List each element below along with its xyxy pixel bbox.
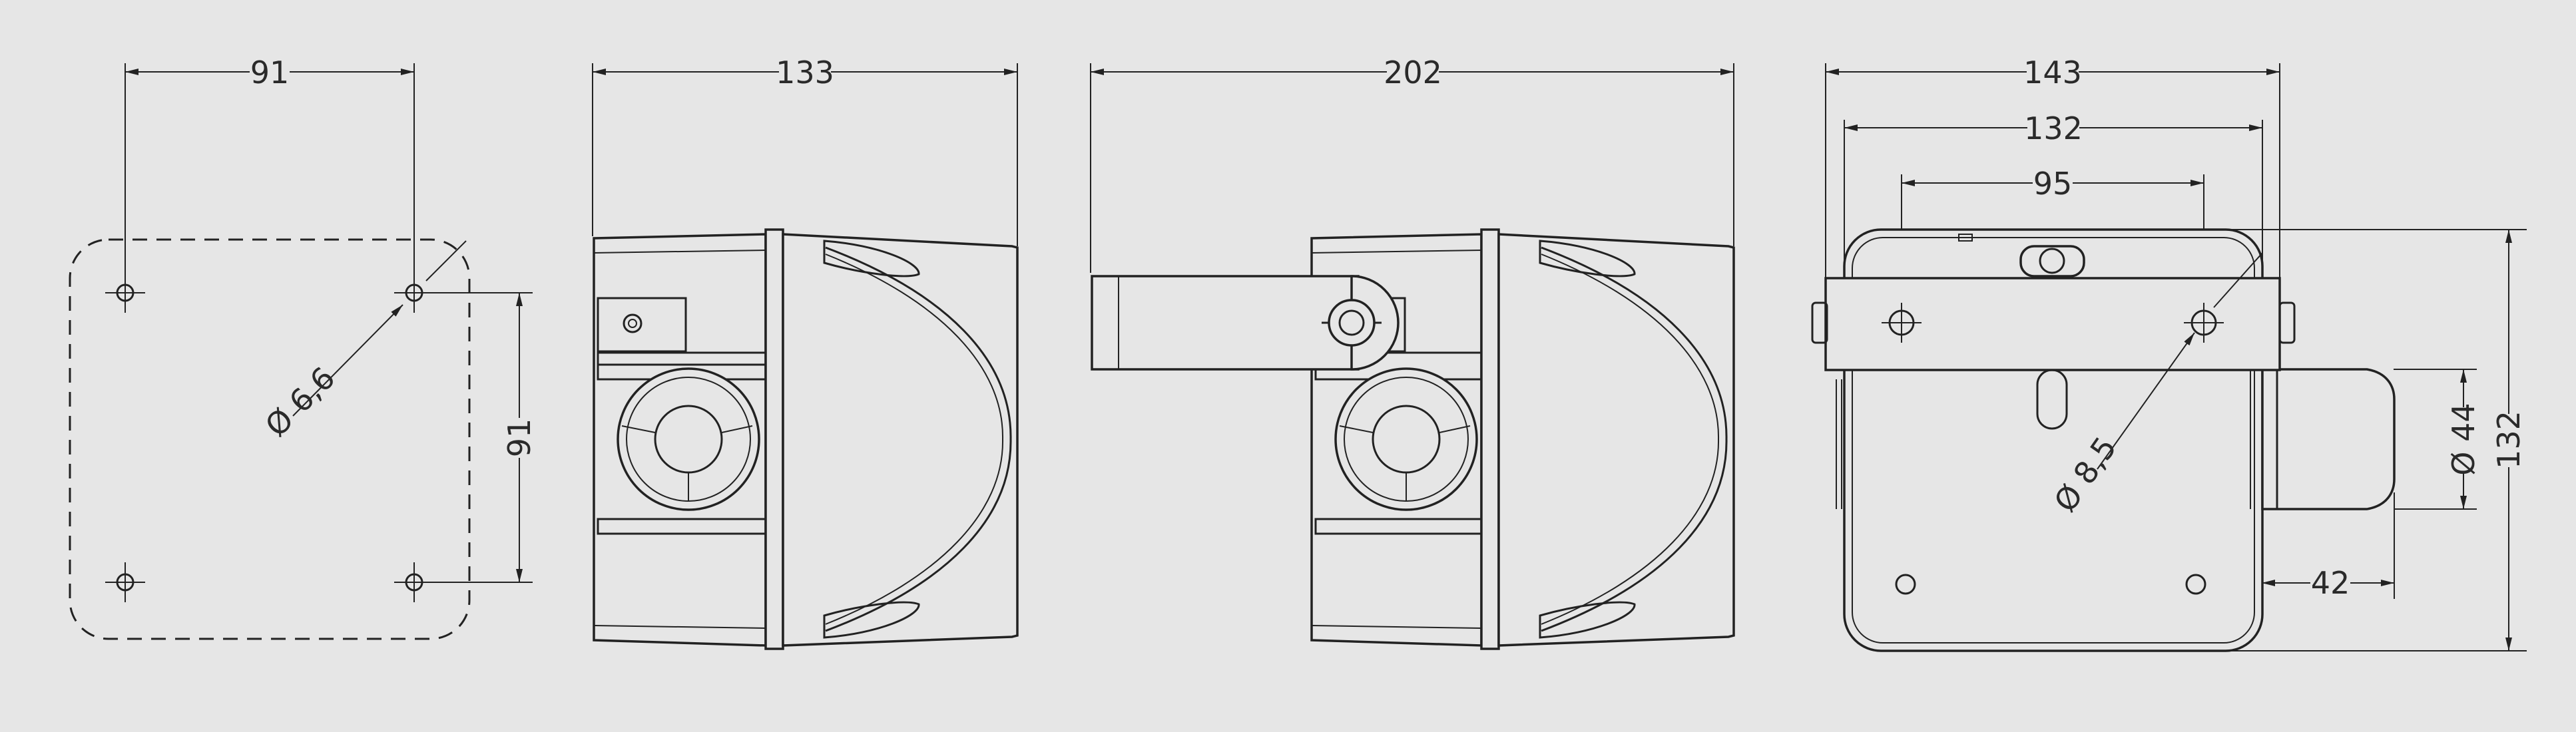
front-slot <box>2036 369 2068 430</box>
bracket-view: 202 <box>1090 53 1735 650</box>
hole-top-right <box>394 273 434 313</box>
cable-gland <box>2261 368 2396 510</box>
side-clip-bottom <box>823 601 920 639</box>
dim-side-depth: 133 <box>776 55 834 91</box>
side-clip-top <box>823 240 920 277</box>
front-view: 143 132 95 132 Ø 44 42 <box>1811 53 2527 652</box>
front-bracket-band <box>1824 277 2281 371</box>
side-view: 133 <box>592 53 1019 650</box>
dim-pattern-height: 91 <box>501 419 537 458</box>
mounting-pattern-view: 91 91 Ø 6,6 <box>69 53 537 640</box>
side-front-housing <box>782 233 1019 647</box>
dim-front-inner-width: 132 <box>2024 110 2083 146</box>
hole-top-left <box>105 273 145 313</box>
mounting-bracket-arm <box>1091 275 1360 371</box>
dim-cable-gland-depth: 42 <box>2311 565 2350 601</box>
dim-front-outer-width: 143 <box>2023 55 2082 91</box>
side-cable-entry <box>617 367 760 511</box>
side-lens-dome <box>825 246 1012 632</box>
hole-bottom-left <box>105 562 145 602</box>
dim-bracket-depth: 202 <box>1384 55 1442 91</box>
hole-bottom-right <box>394 562 434 602</box>
dim-front-hole-spacing: 95 <box>2033 166 2073 202</box>
front-hole-left <box>1882 303 1922 343</box>
dim-hole-diameter-small: Ø 6,6 <box>258 360 342 444</box>
side-flange <box>764 228 784 650</box>
dim-pattern-width: 91 <box>250 55 290 91</box>
dim-front-height: 132 <box>2491 411 2527 469</box>
bracket-lens-dome <box>1541 246 1728 632</box>
front-hole-right <box>2184 303 2224 343</box>
side-cover-cap <box>597 297 687 353</box>
bracket-bolt <box>1322 293 1382 353</box>
dim-cable-gland-diameter: Ø 44 <box>2446 403 2481 475</box>
bracket-cable-entry <box>1334 367 1478 511</box>
